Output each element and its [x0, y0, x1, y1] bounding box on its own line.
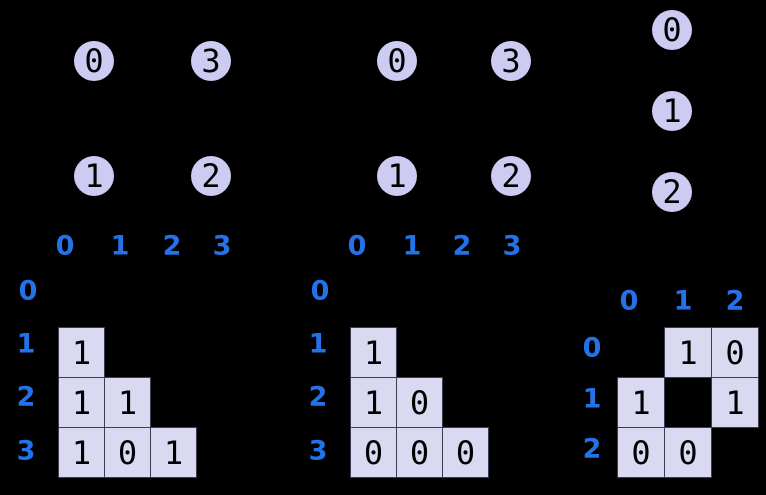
matrix-cell: 1 [58, 327, 105, 378]
graph-node: 0 [377, 41, 417, 81]
matrix-cell: 0 [617, 427, 665, 478]
matrix-col-header: 0 [347, 230, 367, 262]
matrix-cell: 1 [350, 327, 397, 378]
matrix-row-header: 1 [582, 383, 602, 415]
matrix-col-header: 3 [502, 230, 522, 262]
matrix-row-header: 2 [16, 381, 36, 413]
matrix-row-header: 0 [18, 275, 38, 307]
matrix-row-header: 3 [16, 435, 36, 467]
matrix-col-header: 2 [452, 230, 472, 262]
graph-node: 3 [491, 41, 531, 81]
matrix-cell: 1 [104, 377, 151, 428]
matrix-cell: 0 [350, 427, 397, 478]
matrix-row-header: 1 [308, 328, 328, 360]
matrix-col-header: 2 [162, 230, 182, 262]
matrix-cell: 1 [58, 427, 105, 478]
matrix-col-header: 0 [619, 285, 639, 317]
matrix-col-header: 1 [673, 285, 693, 317]
graph-node: 2 [191, 156, 231, 196]
matrix-cell: 0 [396, 427, 443, 478]
matrix-row-header: 2 [308, 381, 328, 413]
graph-node: 1 [652, 91, 692, 131]
matrix-cell: 0 [664, 427, 712, 478]
matrix-row-header: 0 [582, 332, 602, 364]
graph-node: 0 [74, 41, 114, 81]
matrix-cell: 1 [58, 377, 105, 428]
matrix-row-header: 1 [16, 328, 36, 360]
graph-node: 3 [191, 41, 231, 81]
matrix-col-header: 0 [55, 230, 75, 262]
matrix-col-header: 1 [402, 230, 422, 262]
graph-node: 0 [652, 10, 692, 50]
graph-node: 2 [652, 172, 692, 212]
matrix-cell: 0 [442, 427, 489, 478]
graph-node: 1 [74, 156, 114, 196]
matrix-cell: 1 [664, 327, 712, 378]
graph-node: 2 [491, 156, 531, 196]
matrix-cell: 1 [617, 377, 665, 428]
matrix-row-header: 0 [310, 275, 330, 307]
matrix-cell: 0 [396, 377, 443, 428]
matrix-cell: 1 [711, 377, 759, 428]
matrix-col-header: 2 [725, 285, 745, 317]
matrix-row-header: 3 [308, 435, 328, 467]
matrix-col-header: 1 [110, 230, 130, 262]
graph-node: 1 [377, 156, 417, 196]
matrix-cell: 1 [150, 427, 197, 478]
matrix-cell: 0 [104, 427, 151, 478]
matrix-col-header: 3 [212, 230, 232, 262]
matrix-row-header: 2 [582, 433, 602, 465]
matrix-cell: 0 [711, 327, 759, 378]
